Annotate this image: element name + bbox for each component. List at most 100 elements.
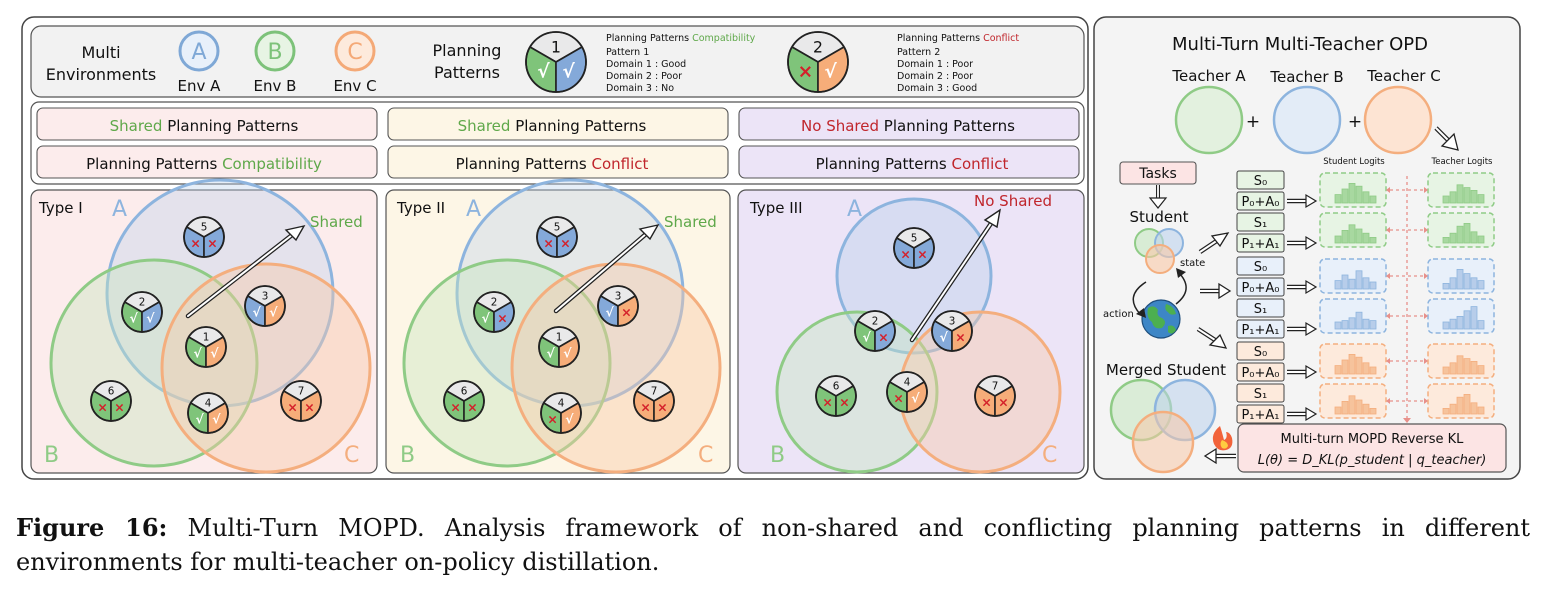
seq-label-green-2: S₁: [1254, 216, 1267, 231]
pattern-t3-p6-number: 6: [833, 381, 840, 393]
pattern-t3-p2-check: √: [862, 329, 871, 344]
pattern-t1-p7: 7××: [280, 380, 322, 422]
seq-box-orange-3: [1236, 404, 1285, 424]
pattern-t1-p1-check: √: [193, 345, 202, 360]
type3-set-b: B: [770, 443, 785, 468]
pattern-t2-p1-check: √: [546, 345, 555, 360]
env-b-name: Env B: [254, 77, 297, 95]
multi-env-label-line1: Multi: [81, 43, 120, 62]
pattern-t2-p2-number: 2: [491, 297, 498, 309]
pattern-t3-p2: 2√ ×: [854, 310, 896, 352]
seq-label-blue-3: P₁+A₁: [1241, 323, 1279, 338]
loss-box: [1237, 423, 1507, 473]
opd-title: Multi-Turn Multi-Teacher OPD: [1172, 34, 1428, 55]
pattern-t1-p1: 1√ √: [185, 326, 227, 368]
pattern-t1-p4-check: √: [212, 411, 221, 426]
seq-box-blue-1: [1236, 277, 1285, 297]
seq-box-green-2: [1236, 212, 1285, 232]
pattern-t2-p6-number: 6: [461, 386, 468, 398]
col1-bottom-box: [36, 145, 378, 179]
pattern-t3-p3: 3√ ×: [931, 310, 973, 352]
pattern-t3-p3-cross: ×: [955, 329, 965, 344]
pattern-t1-p6-cross: ×: [114, 399, 124, 414]
cycle-arrow-left: [1132, 281, 1147, 315]
pattern-t1-p5-cross: ×: [190, 235, 200, 250]
type2-label: Type II: [396, 199, 445, 217]
pattern-t1-p2-number: 2: [139, 297, 146, 309]
pattern-t1-p2-check: √: [129, 310, 138, 325]
seq-label-green-0: S₀: [1254, 174, 1267, 189]
teacher-logits-label: Teacher Logits: [1431, 157, 1494, 167]
pattern-t1-p7-cross: ×: [304, 399, 314, 414]
kl-vertical-link-head: [1403, 418, 1411, 423]
legend-pattern-2: 2×√: [787, 31, 849, 93]
multi-env-label-line2: Environments: [46, 65, 157, 84]
type1-set-b: B: [44, 443, 59, 468]
type3-shared-label: No Shared: [974, 192, 1052, 210]
plus-sign-2: +: [1348, 112, 1362, 132]
type1-label: Type I: [38, 199, 83, 217]
env-a-name: Env A: [178, 77, 222, 95]
col2-bottom-box: [387, 145, 729, 179]
legend-pattern-icons: 1√√ 2×√: [525, 31, 849, 93]
seq-label-blue-1: P₀+A₀: [1241, 281, 1279, 296]
type3-set-c: C: [1042, 443, 1057, 468]
pattern-t1-p3-check: √: [252, 304, 261, 319]
venn-pattern-icons: 5××2√√3√√1√√6××4√√7××5××2√×3√×1√√6××4×√7…: [90, 216, 1016, 434]
pattern-t2-p5-number: 5: [554, 222, 561, 234]
type2-shared-arrow: [553, 223, 660, 314]
pattern-t2-p5-cross: ×: [560, 235, 570, 250]
cycle-arrow-right-head: [1176, 268, 1186, 278]
pattern-t2-p1-number: 1: [556, 332, 563, 344]
teacher-c-circle: [1363, 85, 1433, 155]
pattern-t3-p4: 4×√: [886, 371, 928, 413]
env-to-sequence-arrow: [1200, 282, 1232, 300]
type2-set-c: C: [698, 443, 713, 468]
col3-bottom-label: Planning Patterns Conflict: [816, 155, 1009, 173]
pattern-t3-p3-number: 3: [949, 316, 956, 328]
pattern-t1-p1-number: 1: [203, 332, 210, 344]
student-icon: [1134, 228, 1184, 274]
pattern-t3-p7-cross: ×: [998, 394, 1008, 409]
pattern-t1-p3-number: 3: [262, 291, 269, 303]
seq-label-green-1: P₀+A₀: [1241, 195, 1279, 210]
pattern-t2-p4-check: √: [565, 411, 574, 426]
state-to-sequence-arrow: [1198, 232, 1230, 254]
pattern-t1-p4-number: 4: [205, 398, 212, 410]
pattern-t1-p6-cross: ×: [97, 399, 107, 414]
legend-pattern-1: 1√√: [525, 31, 587, 93]
pattern-t3-p2-cross: ×: [878, 329, 888, 344]
pattern2-title: Planning Patterns Conflict: [897, 33, 1019, 44]
summary-panel: Shared Planning Patterns Planning Patter…: [30, 101, 1085, 185]
cycle-arrow-left-head: [1136, 308, 1146, 318]
pattern-t2-p3-cross: ×: [621, 304, 631, 319]
col2-bottom-label: Planning Patterns Conflict: [456, 155, 649, 173]
student-logits-label: Student Logits: [1323, 157, 1385, 167]
legend-pattern-1-number: 1: [551, 38, 561, 56]
pattern-t1-p3: 3√√: [244, 285, 286, 327]
pattern2-line3: Domain 2 : Poor: [897, 71, 973, 82]
type3-circle-b: [775, 310, 939, 474]
env-a-circle: [178, 30, 220, 72]
pattern-t1-p2-check: √: [146, 310, 155, 325]
pattern-t1-p1-check: √: [210, 345, 219, 360]
col3-bottom-box: [738, 145, 1080, 179]
pattern-t1-p5-number: 5: [201, 222, 208, 234]
teacher-a-label: Teacher A: [1171, 67, 1246, 85]
state-label: state: [1180, 258, 1205, 269]
type2-shared-label: Shared: [664, 213, 717, 231]
loss-to-merged-arrow: [1203, 447, 1236, 465]
legend-pattern-1-check: √: [537, 62, 550, 83]
pattern-t3-p2-number: 2: [872, 316, 879, 328]
pattern-t1-p5-cross: ×: [207, 235, 217, 250]
seq-box-blue-2: [1236, 298, 1285, 318]
pattern-t2-p6-cross: ×: [450, 399, 460, 414]
pattern-t3-p4-check: √: [911, 390, 920, 405]
tasks-box: [1119, 161, 1197, 185]
fire-icon: [1212, 426, 1233, 451]
pattern-t3-p3-check: √: [939, 329, 948, 344]
pattern1-line4: Domain 3 : No: [606, 83, 674, 94]
seq-box-blue-0: [1236, 256, 1285, 276]
pattern-t2-p2-cross: ×: [497, 310, 507, 325]
